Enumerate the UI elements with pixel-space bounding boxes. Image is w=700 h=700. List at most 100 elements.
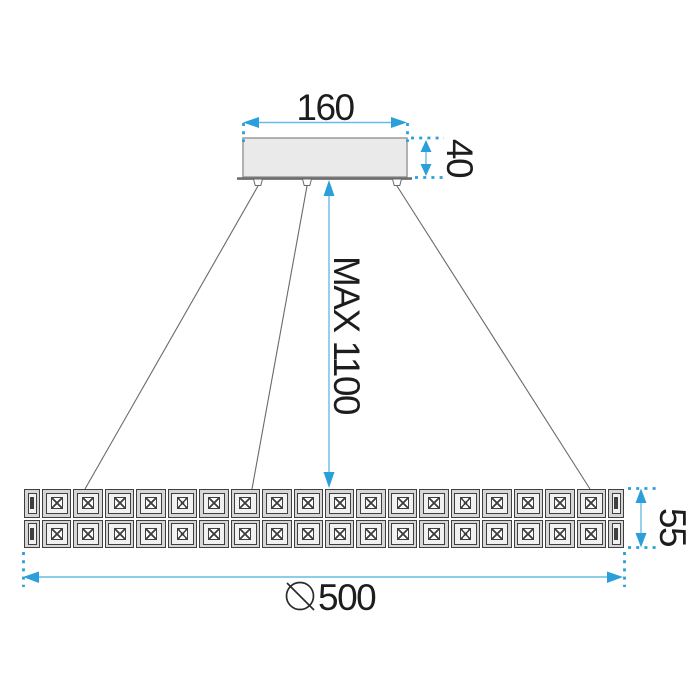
crystal-cell: [450, 519, 481, 548]
crystal-cell-inner: [611, 492, 621, 514]
crystal-cell: [104, 519, 135, 548]
crystal-cell: [608, 519, 624, 548]
crystal-cell-inner: [391, 523, 414, 545]
crystal-x-icon: [50, 497, 63, 510]
crystal-x-icon: [29, 527, 35, 540]
crystal-cell-inner: [454, 492, 477, 514]
crystal-cell: [199, 489, 229, 518]
dim-label-fixture-diameter: 500: [318, 577, 376, 618]
crystal-cell-inner: [76, 492, 100, 514]
crystal-x-icon: [302, 527, 315, 540]
crystal-cell: [293, 519, 323, 548]
crystal-cell: [545, 489, 575, 518]
crystal-x-icon: [333, 497, 346, 510]
dim-max-drop: MAX 1100: [323, 180, 367, 488]
crystal-cell-inner: [108, 492, 131, 514]
crystal-x-icon: [365, 527, 378, 540]
crystal-x-icon: [176, 497, 189, 510]
arrowhead-left-icon: [23, 571, 39, 583]
crystal-cell: [136, 519, 166, 548]
crystal-x-icon: [522, 527, 535, 540]
crystal-x-icon: [208, 527, 220, 540]
crystal-x-icon: [113, 497, 126, 510]
crystal-cell: [262, 489, 292, 518]
crystal-cell-inner: [580, 523, 603, 545]
arrowhead-right-icon: [391, 117, 407, 128]
crystal-cell: [262, 519, 292, 548]
crystal-cell-inner: [202, 492, 226, 514]
arrowhead-up-icon: [323, 180, 335, 196]
arrowhead-down-icon: [323, 472, 335, 488]
crystal-x-icon: [239, 527, 252, 540]
crystal-x-icon: [113, 527, 126, 540]
crystal-x-icon: [239, 497, 252, 510]
arrowhead-left-icon: [243, 117, 259, 128]
crystal-cell-inner: [422, 492, 446, 514]
dim-label-canopy-height: 40: [439, 139, 480, 178]
wire-middle: [251, 185, 308, 490]
crystal-cell: [513, 489, 544, 518]
crystal-x-icon: [428, 497, 440, 510]
crystal-cell: [608, 489, 624, 518]
diameter-icon: [285, 581, 315, 611]
crystal-cell: [199, 519, 229, 548]
dim-fixture-height: 55: [628, 487, 693, 549]
crystal-cell: [325, 519, 355, 548]
crystal-x-icon: [522, 497, 535, 510]
crystal-cell-inner: [27, 523, 37, 545]
crystal-cell-inner: [359, 523, 383, 545]
crystal-cell: [419, 519, 449, 548]
crystal-x-icon: [553, 527, 566, 540]
crystal-cell-inner: [265, 492, 289, 514]
wire-left: [84, 185, 259, 490]
suspension-wires: [84, 185, 591, 490]
crystal-cell-inner: [171, 523, 194, 545]
dim-canopy-height: 40: [411, 136, 480, 179]
dim-fixture-diameter: 500: [22, 552, 626, 618]
crystal-cell: [167, 519, 198, 548]
crystal-cell: [513, 519, 544, 548]
crystal-cell-inner: [359, 492, 383, 514]
crystal-cell-inner: [517, 523, 540, 545]
crystal-cell-inner: [328, 523, 351, 545]
crystal-cell-inner: [234, 492, 257, 514]
crystal-x-icon: [270, 527, 283, 540]
crystal-cell-inner: [297, 523, 320, 545]
arrowhead-down-icon: [420, 164, 432, 176]
crystal-x-icon: [459, 527, 472, 540]
crystal-cell: [387, 489, 418, 518]
crystal-x-icon: [333, 527, 346, 540]
arrowhead-right-icon: [607, 571, 623, 583]
crystal-cell-inner: [391, 492, 414, 514]
crystal-x-icon: [302, 497, 315, 510]
crystal-cell-inner: [611, 523, 621, 545]
crystal-x-icon: [208, 497, 220, 510]
crystal-x-icon: [82, 527, 95, 540]
crystal-cell-inner: [45, 492, 68, 514]
crystal-cell: [24, 519, 40, 548]
crystal-x-icon: [613, 497, 619, 510]
crystal-cell-inner: [548, 492, 572, 514]
arrowhead-down-icon: [635, 533, 647, 548]
crystal-cell-inner: [485, 492, 509, 514]
canopy-body: [242, 137, 408, 178]
crystal-cell: [419, 489, 449, 518]
crystal-x-icon: [459, 497, 472, 510]
crystal-cell: [42, 489, 72, 518]
crystal-x-icon: [29, 497, 35, 510]
crystal-cell: [230, 489, 261, 518]
canopy-hook-icon: [391, 178, 403, 186]
ceiling-canopy: [237, 137, 412, 186]
crystal-cell: [104, 489, 135, 518]
crystal-x-icon: [491, 527, 503, 540]
crystal-x-icon: [396, 527, 409, 540]
crystal-cell-inner: [454, 523, 477, 545]
crystal-x-icon: [491, 497, 503, 510]
crystal-cell: [482, 489, 512, 518]
crystal-cell-inner: [485, 523, 509, 545]
crystal-cell-inner: [202, 523, 226, 545]
crystal-cell-inner: [139, 492, 163, 514]
crystal-cell: [167, 489, 198, 518]
